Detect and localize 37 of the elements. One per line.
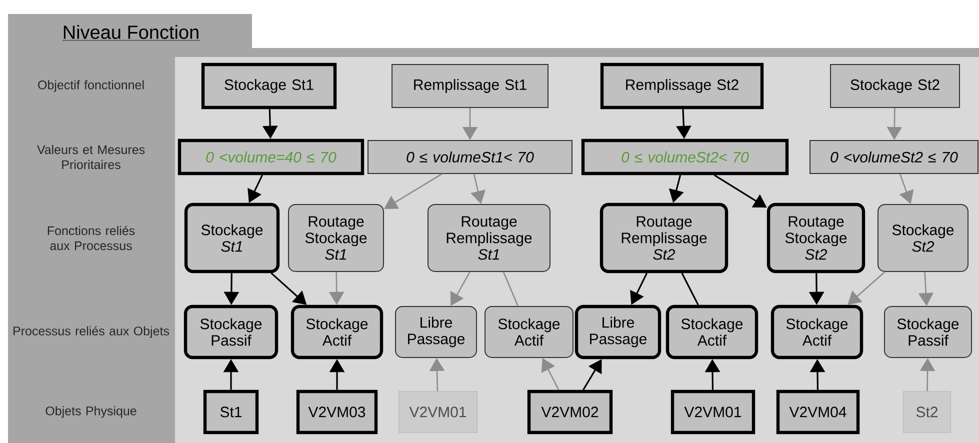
process-box: Libre Passage — [395, 306, 477, 358]
process-box: Stockage Actif — [484, 306, 574, 358]
object-box: V2VM03 — [296, 390, 378, 434]
object-box: V2VM01 — [670, 390, 756, 434]
function-box: Routage Stockage St2 — [766, 202, 866, 274]
process-box: Stockage Passif — [184, 304, 278, 360]
row-label: Objectif fonctionnel — [38, 80, 144, 92]
function-box: Stockage St2 — [878, 204, 968, 272]
process-box: Stockage Passif — [884, 306, 972, 358]
row-label: Valeurs et Mesures Prioritaires — [37, 144, 145, 170]
process-box: Stockage Actif — [290, 304, 384, 360]
arrow — [384, 173, 442, 209]
value-box: 0 ≤ volumeSt2< 70 — [581, 138, 789, 176]
function-box: Routage Stockage St1 — [288, 204, 384, 272]
objective-box: Stockage St2 — [830, 64, 960, 108]
arrow — [848, 272, 886, 305]
process-box: Stockage Actif — [770, 304, 864, 360]
objective-box: Remplissage St1 — [392, 64, 548, 108]
object-box: St1 — [203, 390, 259, 434]
object-box: V2VM02 — [527, 390, 613, 434]
row-label: Fonctions reliés aux Processus — [48, 226, 135, 250]
object-box: V2VM01 — [398, 390, 478, 433]
object-box: V2VM04 — [776, 390, 860, 434]
objective-box: Remplissage St2 — [600, 62, 764, 110]
function-box: Routage Remplissage St1 — [428, 204, 550, 272]
row-label: Objets Physique — [46, 406, 136, 418]
process-box: Stockage Actif — [666, 304, 758, 360]
object-box: St2 — [903, 390, 951, 433]
function-box: Routage Remplissage St2 — [600, 202, 728, 274]
value-box: 0 <volume=40 ≤ 70 — [178, 138, 364, 176]
row-label: Processus reliés aux Objets — [14, 326, 170, 338]
title: Niveau Fonction — [62, 25, 200, 41]
value-box: 0 <volumeSt2 ≤ 70 — [810, 140, 978, 174]
objective-box: Stockage St1 — [201, 62, 337, 110]
function-box: Stockage St1 — [184, 202, 280, 274]
process-box: Libre Passage — [574, 304, 662, 360]
value-box: 0 ≤ volumeSt1< 70 — [368, 140, 572, 174]
